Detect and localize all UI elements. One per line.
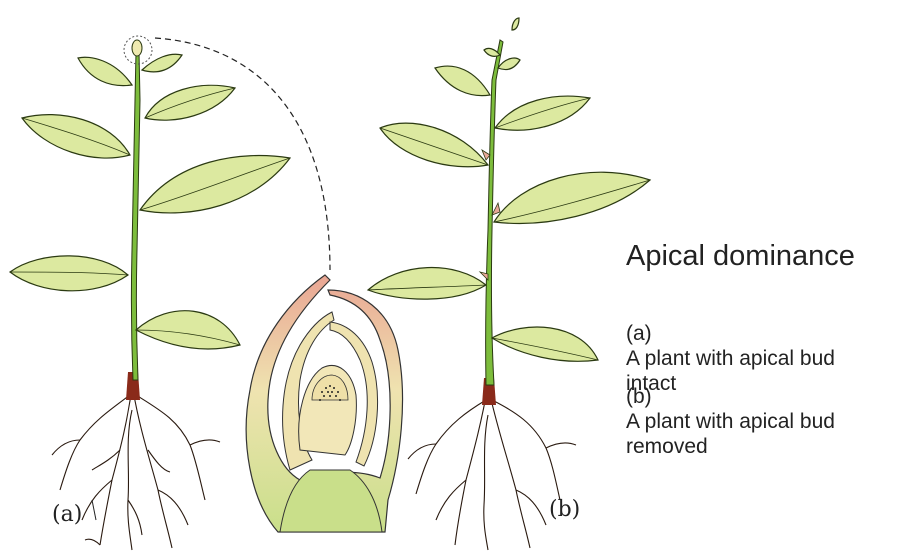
figure-title: Apical dominance xyxy=(626,240,855,272)
lateral-buds-b xyxy=(478,149,501,281)
panel-label-a: (a) xyxy=(52,502,83,527)
leaf-b-9 xyxy=(511,17,520,31)
apical-bud-section xyxy=(245,274,404,533)
legend-text-a: A plant with apical bud intact xyxy=(626,347,835,395)
leaf-a-7 xyxy=(140,53,183,73)
leaf-a-1 xyxy=(134,310,241,350)
bud-section-inner-2 xyxy=(329,321,379,467)
stem-b xyxy=(485,39,504,386)
plant-b xyxy=(366,17,652,551)
legend-item-a: (a)A plant with apical bud intact xyxy=(626,321,899,396)
meristem-dots xyxy=(319,385,341,401)
legend-tag-b: (b) xyxy=(626,385,652,408)
leaf-a-3 xyxy=(138,154,292,214)
leaf-b-2 xyxy=(366,267,488,300)
panel-label-b: (b) xyxy=(549,497,581,522)
roots-b xyxy=(407,384,577,551)
leaf-b-4 xyxy=(379,122,490,168)
legend-tag-a: (a) xyxy=(626,322,652,345)
roots-a xyxy=(51,379,221,551)
leaf-b-6 xyxy=(434,65,491,97)
leaf-a-4 xyxy=(21,114,131,159)
bud-section-inner-1 xyxy=(282,311,335,471)
legend-item-b: (b)A plant with apical bud removed xyxy=(626,384,899,459)
legend-text-b: A plant with apical bud removed xyxy=(626,410,835,458)
leaf-b-7 xyxy=(497,57,521,71)
leaf-b-3 xyxy=(492,171,652,224)
apical-bud-highlight-circle xyxy=(123,35,153,65)
leaf-b-8 xyxy=(483,47,501,57)
magnification-connector xyxy=(154,37,331,271)
leaf-a-5 xyxy=(144,84,237,121)
leaf-a-6 xyxy=(77,56,134,87)
apical-bud-a xyxy=(131,39,143,57)
plant-a xyxy=(8,35,292,551)
leaf-a-2 xyxy=(8,255,129,292)
